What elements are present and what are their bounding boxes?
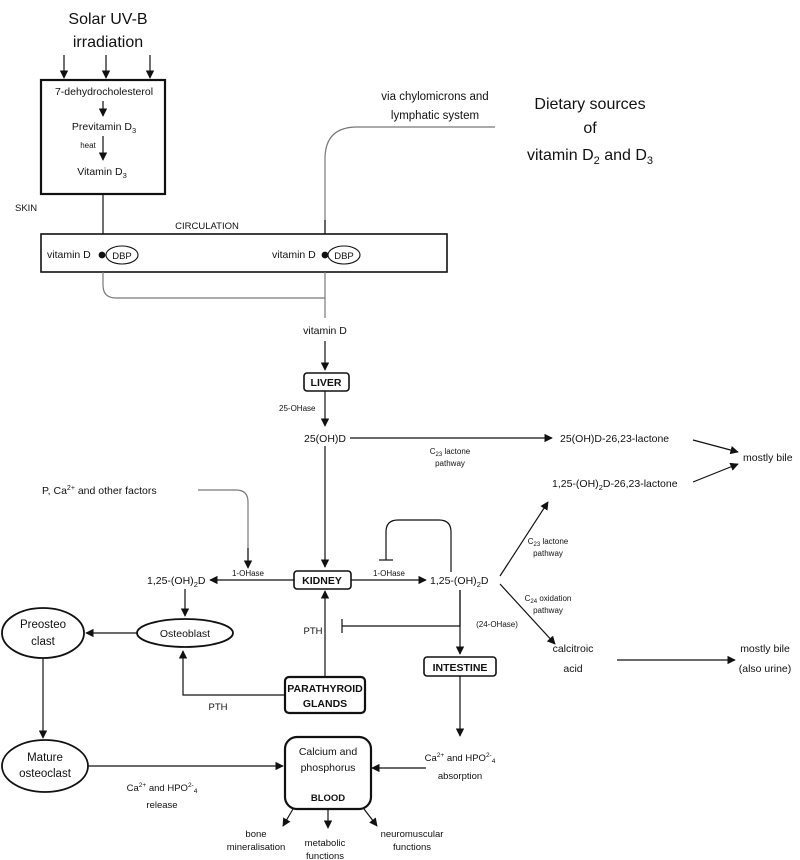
kidney-label: KIDNEY	[302, 575, 342, 587]
calcium-and-label: Calcium and	[299, 746, 358, 758]
dbp-ellipse-left	[105, 245, 139, 265]
clast-label: clast	[31, 636, 55, 648]
lactone2-to-bile-arrow	[692, 462, 739, 483]
24-ohase-label: (24-OHase)	[476, 620, 518, 629]
osteoclast-label: osteoclast	[19, 768, 72, 780]
vitamin-d3-skin-label: Vitamin D3	[77, 166, 127, 180]
osteoblast-label: Osteoblast	[160, 628, 210, 640]
to-calcitroic-arrow	[499, 583, 556, 645]
liver-box	[303, 372, 350, 392]
mostly-bile-top-label: mostly bile	[743, 452, 793, 464]
solar-irradiation-label: irradiation	[73, 34, 143, 51]
mineralisation-label: mineralisation	[227, 842, 286, 853]
acid-label: acid	[563, 663, 582, 675]
dehydrocholesterol-label: 7-dehydrocholesterol	[55, 86, 153, 98]
mostly-bile-right-label: mostly bile	[740, 643, 790, 655]
dbp-label-left: DBP	[112, 251, 132, 262]
25ohd-label: 25(OH)D	[304, 433, 346, 445]
dbp-ellipse-right	[327, 245, 361, 265]
binding-dot-right	[321, 251, 329, 259]
previtamin-label: Previtamin D3	[72, 121, 136, 135]
metabolic-label: metabolic	[305, 838, 346, 849]
preosteoclast-ellipse	[1, 607, 85, 659]
circulation-vitamin-d-left: vitamin D	[47, 249, 91, 261]
liver-label: LIVER	[311, 377, 342, 389]
preosteo-label: Preosteo	[20, 619, 66, 631]
pth-kidney-label: PTH	[304, 626, 323, 637]
glands-label: GLANDS	[303, 698, 347, 710]
mature-label: Mature	[27, 752, 63, 764]
dietary-vitamins-label: vitamin D2 and D3	[527, 147, 653, 167]
c24-pathway-label: pathway	[533, 606, 563, 615]
dietary-of-label: of	[583, 120, 597, 137]
c23-lactone-right-label: C23 lactone	[528, 537, 569, 548]
also-urine-label: (also urine)	[739, 663, 792, 675]
pth-inhibition-path	[342, 590, 461, 627]
release-label: release	[146, 800, 177, 811]
absorption-label: absorption	[438, 771, 482, 782]
factors-label: P, Ca2+ and other factors	[42, 485, 157, 497]
circulation-vitamin-d-right: vitamin D	[272, 249, 316, 261]
mature-osteoclast-ellipse	[1, 739, 89, 793]
binding-dot-left	[98, 251, 106, 259]
25ohd-lactone-label: 25(OH)D-26,23-lactone	[560, 433, 669, 445]
neuromuscular-label: neuromuscular	[381, 829, 444, 840]
calcitroic-label: calcitroic	[553, 643, 594, 655]
lymphatic-label: lymphatic system	[391, 110, 479, 122]
phosphorus-label: phosphorus	[301, 762, 356, 774]
vitamin-d-to-liver-label: vitamin D	[303, 325, 347, 337]
circulation-label: CIRCULATION	[175, 221, 239, 232]
solar-uvb-label: Solar UV-B	[68, 11, 147, 28]
intestine-label: INTESTINE	[433, 662, 488, 674]
absorption-ions-label: Ca2+ and HPO2-4	[425, 752, 496, 765]
release-ions-label: Ca2+ and HPO2-4	[127, 782, 198, 795]
c23-pathway-top-label: pathway	[435, 459, 465, 468]
metabolic-functions-label: functions	[306, 851, 344, 860]
c23-lactone-top-label: C23 lactone	[430, 447, 471, 458]
skin-merge-path	[102, 272, 325, 299]
feedback-loop-path	[385, 519, 452, 572]
blood-label: BLOOD	[311, 793, 345, 804]
lactone-to-bile-arrow	[692, 439, 739, 455]
factors-path	[198, 489, 249, 565]
parathyroid-to-osteoblast-path	[178, 650, 285, 696]
125ohd-lactone-label: 1,25-(OH)2D-26,23-lactone	[552, 478, 678, 492]
neuromuscular-functions-label: functions	[393, 842, 431, 853]
c24-oxidation-label: C24 oxidation	[525, 594, 572, 605]
to-neuromuscular-arrow	[363, 808, 378, 827]
heat-label: heat	[80, 141, 96, 150]
pth-bone-label: PTH	[209, 702, 228, 713]
1-ohase-left-label: 1-OHase	[232, 569, 265, 578]
parathyroid-label: PARATHYROID	[287, 683, 363, 695]
dbp-label-right: DBP	[334, 251, 354, 262]
c23-pathway-right-label: pathway	[533, 549, 563, 558]
to-bone-mineralisation-arrow	[282, 808, 294, 827]
bone-label: bone	[245, 829, 266, 840]
dietary-path	[324, 126, 495, 240]
to-c23-lactone-arrow	[499, 501, 549, 577]
skin-label: SKIN	[15, 203, 37, 214]
1-ohase-right-label: 1-OHase	[373, 569, 406, 578]
125ohd-right-label: 1,25-(OH)2D	[430, 575, 489, 589]
dietary-sources-label: Dietary sources	[534, 96, 645, 113]
125ohd-left-label: 1,25-(OH)2D	[147, 575, 206, 589]
chylomicrons-label: via chylomicrons and	[381, 91, 488, 103]
25-ohase-label: 25-OHase	[279, 404, 316, 413]
